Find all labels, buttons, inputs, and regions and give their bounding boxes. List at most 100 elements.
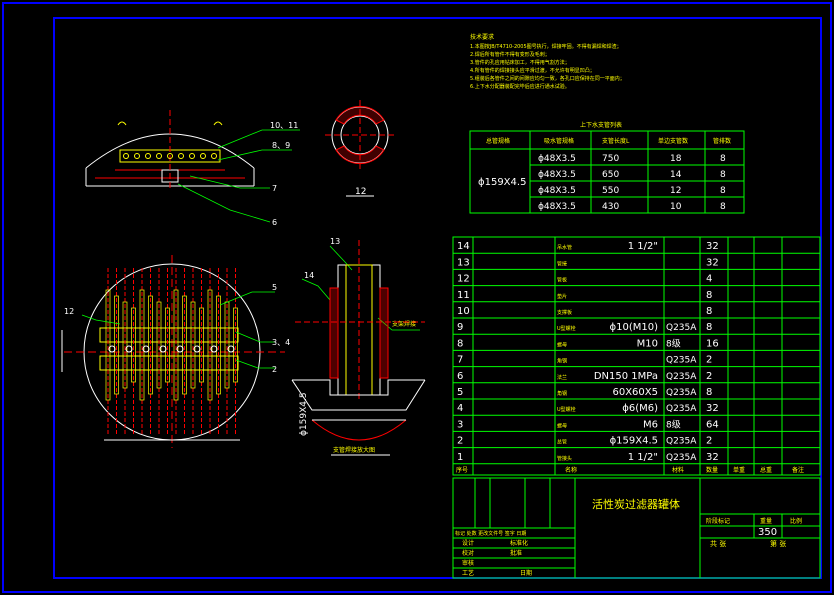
- pipe-col-4: 单边支管数: [658, 137, 688, 145]
- pipe-cell: 650: [602, 170, 619, 180]
- bom-no: 4: [457, 403, 463, 414]
- bom-header-name: 名称: [565, 466, 577, 474]
- pipe-joint: [142, 345, 150, 353]
- top-view-dome: [85, 110, 255, 190]
- bom-header-total: 总重: [760, 466, 772, 474]
- bom-name: 垫片: [557, 293, 567, 300]
- pipe-joint: [108, 345, 116, 353]
- bom-spec: 60X60X5: [612, 387, 658, 398]
- callout-7: 7: [272, 184, 277, 193]
- check-label: 校对: [462, 549, 474, 557]
- pipe-joint: [193, 345, 201, 353]
- bom-spec: DN150 1MPa: [594, 371, 658, 382]
- bom-mat: 8级: [666, 337, 681, 349]
- bom-no: 3: [457, 419, 463, 430]
- bolt-mark: [156, 153, 162, 159]
- branch-pipe-body: [190, 301, 196, 389]
- scale-label: 比例: [790, 517, 802, 525]
- bolt-mark: [189, 153, 195, 159]
- bom-mat: Q235A: [666, 372, 697, 382]
- pipe-joint: [210, 345, 218, 353]
- approve-label: 批准: [510, 549, 522, 557]
- technical-notes: 技术要求 1.本图按JB/T4710-2005图号执行，焊接牢固。不得有漏焊和焊…: [470, 33, 625, 90]
- bom-header-no: 序号: [456, 466, 468, 474]
- bom-name: U型螺栓: [557, 325, 576, 332]
- branch-pipe-body: [156, 301, 162, 389]
- bom-name: 管接头: [557, 455, 572, 462]
- bom-mat: Q235A: [666, 404, 697, 414]
- pipe-cell: ϕ48X3.5: [538, 186, 576, 196]
- bom-name: 管接: [557, 260, 567, 267]
- bom-qty: 32: [706, 241, 719, 252]
- callout-10-11: 10、11: [270, 121, 298, 130]
- pipe-cell: 550: [602, 186, 619, 196]
- pipe-col-1: 总管规格: [486, 137, 510, 145]
- plan-branch-pipes: [105, 268, 238, 436]
- process-label: 工艺: [462, 569, 474, 577]
- pipe-cell: 8: [720, 202, 726, 212]
- pipe-main-spec: ϕ159X4.5: [478, 177, 526, 188]
- weight-label: 重量: [760, 517, 772, 525]
- bom-no: 6: [457, 371, 463, 382]
- bom-name: U型螺栓: [557, 406, 576, 413]
- pipe-cell: 18: [670, 154, 682, 164]
- bom-name: 法兰: [557, 374, 567, 381]
- callout-leaders: [81, 129, 420, 369]
- bom-name: 螺母: [557, 422, 567, 429]
- pipe-cell: 750: [602, 154, 619, 164]
- bom-no: 13: [457, 257, 470, 268]
- bom-name: 吊水管: [557, 244, 572, 251]
- bom-no: 7: [457, 355, 463, 366]
- weight-value: 350: [758, 527, 777, 538]
- bolt-mark: [200, 153, 206, 159]
- bom-no: 14: [457, 241, 470, 252]
- pipe-cell: 12: [670, 186, 681, 196]
- bom-qty: 32: [706, 403, 719, 414]
- branch-pipe-body: [216, 295, 221, 395]
- pipe-cell: 8: [720, 186, 726, 196]
- date-label: 日期: [520, 569, 532, 577]
- bolt-mark: [178, 153, 184, 159]
- note-line-4: 4.所有管件的焊接接头应平滑过渡，不允许有明显凹凸；: [470, 67, 595, 74]
- bom-name: 总管: [557, 439, 567, 446]
- callout-2: 2: [272, 365, 277, 374]
- bom-qty: 8: [706, 290, 712, 301]
- note-line-3: 3.管件的孔应用钻床加工，不得用气割方法；: [470, 59, 570, 66]
- bolt-mark: [167, 153, 173, 159]
- detail-pipe-label: ϕ159X4.5: [299, 392, 309, 436]
- mark-row: 标记 处数 更改文件号 签字 日期: [455, 530, 526, 537]
- title-block: 活性炭过滤器罐体 阶段标记 重量 比例 350 共 张 第 张 标记 处数 更改…: [452, 477, 821, 579]
- bom-mat: Q235A: [666, 323, 697, 333]
- inner-frame: [53, 17, 822, 579]
- bom-spec: M6: [643, 419, 658, 430]
- pipe-cell: 10: [670, 202, 682, 212]
- sheet-no: 第 张: [770, 539, 786, 548]
- bom-no: 10: [457, 306, 470, 317]
- bom-qty: 32: [706, 257, 719, 268]
- note-line-6: 6.上下水分配器装配完毕后应进行通水试验。: [470, 83, 570, 90]
- bom-name: 管板: [557, 277, 567, 284]
- branch-pipe-body: [165, 307, 170, 383]
- branch-pipe-body: [233, 307, 238, 383]
- callout-3-4: 3、4: [272, 338, 290, 347]
- bom-qty: 8: [706, 322, 712, 333]
- bom-qty: 32: [706, 452, 719, 463]
- bom-no: 1: [457, 452, 463, 463]
- branch-pipe-body: [148, 295, 153, 395]
- dome-bolt-row: [123, 153, 217, 159]
- bom-spec: 1 1/2": [628, 241, 658, 252]
- bom-name: 角钢: [557, 390, 567, 397]
- bom-no: 2: [457, 436, 463, 447]
- section-12-view: [325, 100, 395, 197]
- bom-qty: 8: [706, 306, 712, 317]
- branch-pipe-body: [224, 301, 230, 389]
- callout-5: 5: [272, 283, 277, 292]
- pipe-cell: ϕ48X3.5: [538, 202, 576, 212]
- bom-spec: 1 1/2": [628, 452, 658, 463]
- design-label: 设计: [462, 539, 474, 547]
- branch-pipe-body: [207, 289, 213, 401]
- bom-no: 12: [457, 274, 470, 285]
